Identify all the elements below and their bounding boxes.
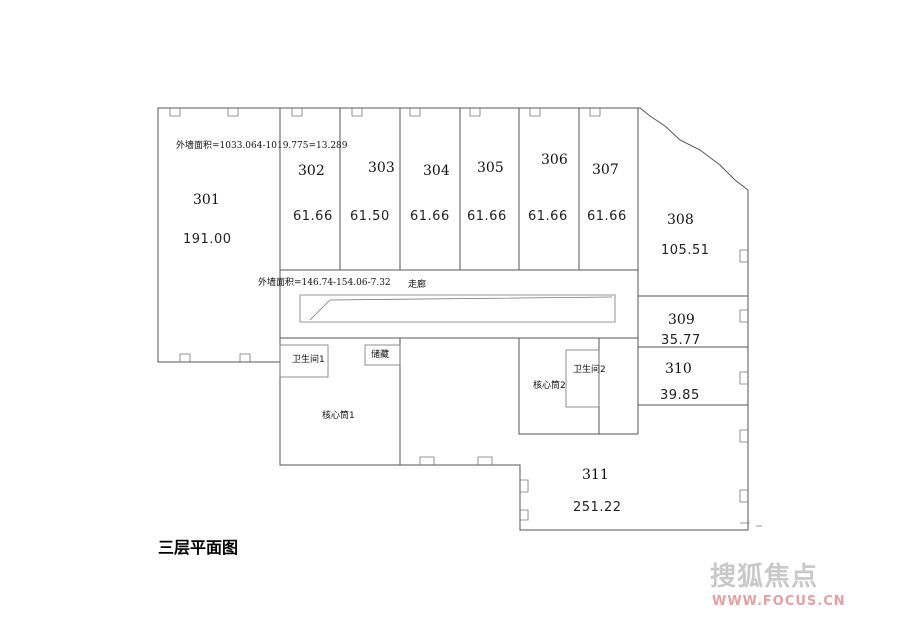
unit-area: 61.66 [467, 209, 507, 224]
unit-area: 105.51 [661, 243, 710, 258]
unit-area: 191.00 [183, 232, 232, 247]
unit-number: 303 [368, 160, 395, 176]
unit-number: 304 [423, 163, 450, 179]
unit-number: 308 [667, 212, 694, 228]
unit-area: 61.50 [350, 209, 390, 224]
unit-number: 301 [193, 192, 220, 208]
plan-caption: 三层平面图 [158, 538, 239, 557]
room-label-toilet: 卫生间2 [573, 363, 606, 375]
unit-area: 39.85 [660, 388, 700, 403]
unit-area: 251.22 [573, 500, 622, 515]
unit-area: 61.66 [410, 209, 450, 224]
watermark-url: WWW.FOCUS.CN [712, 594, 846, 609]
unit-area: 35.77 [661, 333, 701, 348]
room-label-corridor: 走廊 [408, 278, 426, 290]
unit-number: 307 [592, 162, 619, 178]
unit-area: 61.66 [293, 209, 333, 224]
unit-number: 310 [665, 361, 692, 377]
room-label-toilet: 卫生间1 [292, 353, 325, 365]
compass-marks [740, 522, 762, 527]
annotations: 外墙面积=1033.064-1019.775=13.289 外墙面积=146.7… [176, 139, 606, 421]
unit-labels: 301 191.00 302 61.66 303 61.50 304 61.66… [183, 152, 710, 515]
unit-area: 61.66 [528, 209, 568, 224]
watermark: 搜狐焦点 WWW.FOCUS.CN [710, 556, 870, 616]
unit-area: 61.66 [587, 209, 627, 224]
partitions [279, 108, 749, 466]
watermark-brand: 搜狐焦点 [710, 562, 819, 592]
unit-number: 302 [298, 163, 325, 179]
outer-wall-note: 外墙面积=146.74-154.06-7.32 [258, 276, 391, 288]
unit-number: 311 [582, 467, 609, 483]
room-label-core: 核心筒2 [533, 379, 566, 391]
unit-number: 306 [541, 152, 568, 168]
room-label-core: 核心筒1 [322, 409, 355, 421]
room-label-storage: 储藏 [371, 348, 389, 360]
unit-number: 309 [668, 312, 695, 328]
unit-number: 305 [477, 160, 504, 176]
building-outline [157, 107, 749, 531]
outer-wall-note: 外墙面积=1033.064-1019.775=13.289 [176, 139, 348, 151]
